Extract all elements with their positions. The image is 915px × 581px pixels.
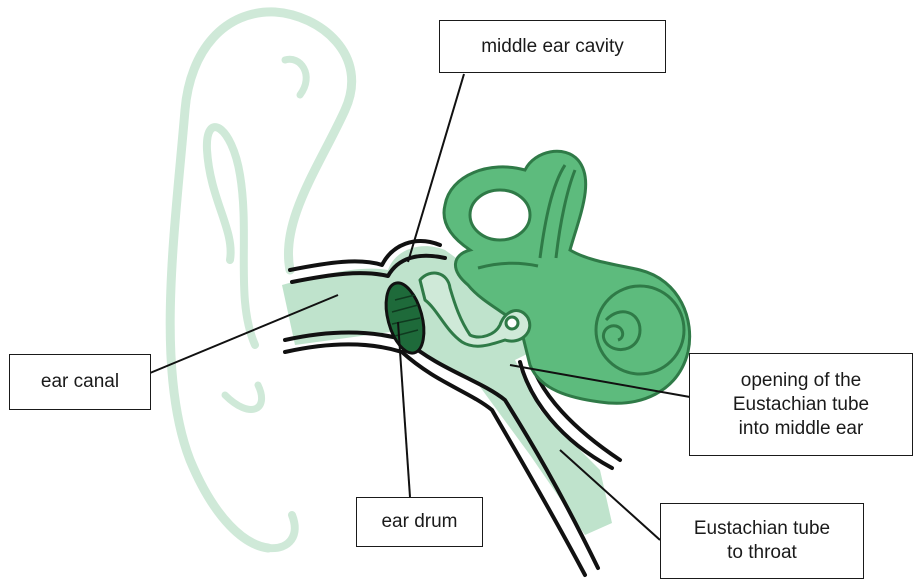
label-middle-ear-cavity-text: middle ear cavity	[481, 35, 624, 59]
label-eustachian-tube-text: Eustachian tube to throat	[694, 517, 830, 565]
label-ear-drum: ear drum	[356, 497, 483, 547]
label-eustachian-opening-text: opening of the Eustachian tube into midd…	[733, 369, 869, 441]
label-eustachian-tube: Eustachian tube to throat	[660, 503, 864, 579]
label-eustachian-opening: opening of the Eustachian tube into midd…	[689, 353, 913, 456]
label-ear-drum-text: ear drum	[381, 510, 457, 534]
label-ear-canal-text: ear canal	[41, 370, 119, 394]
label-middle-ear-cavity: middle ear cavity	[439, 20, 666, 73]
label-ear-canal: ear canal	[9, 354, 151, 410]
